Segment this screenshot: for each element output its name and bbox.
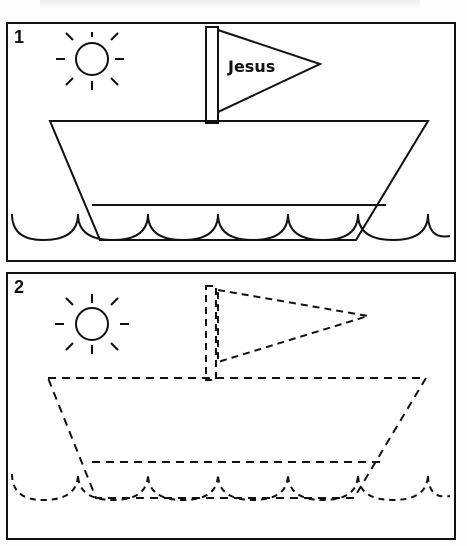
boat-drawing-dashed: [11, 285, 451, 502]
flag-icon: [205, 285, 369, 381]
scan-artifact: [40, 0, 420, 10]
waves-icon: [11, 213, 451, 242]
panel-1: 1 Jesus: [6, 22, 456, 262]
waves-icon: [11, 473, 451, 502]
panel-2: 2: [6, 272, 456, 540]
boat-icon: [48, 120, 430, 241]
sun-icon: [55, 294, 129, 354]
sun-icon: [56, 32, 124, 90]
flag-label: Jesus: [227, 57, 275, 76]
panel-number: 1: [14, 27, 25, 47]
panel-number: 2: [14, 277, 25, 297]
boat-icon: [46, 377, 428, 499]
flag-icon: Jesus: [205, 26, 323, 124]
boat-drawing-solid: Jesus: [11, 26, 451, 242]
